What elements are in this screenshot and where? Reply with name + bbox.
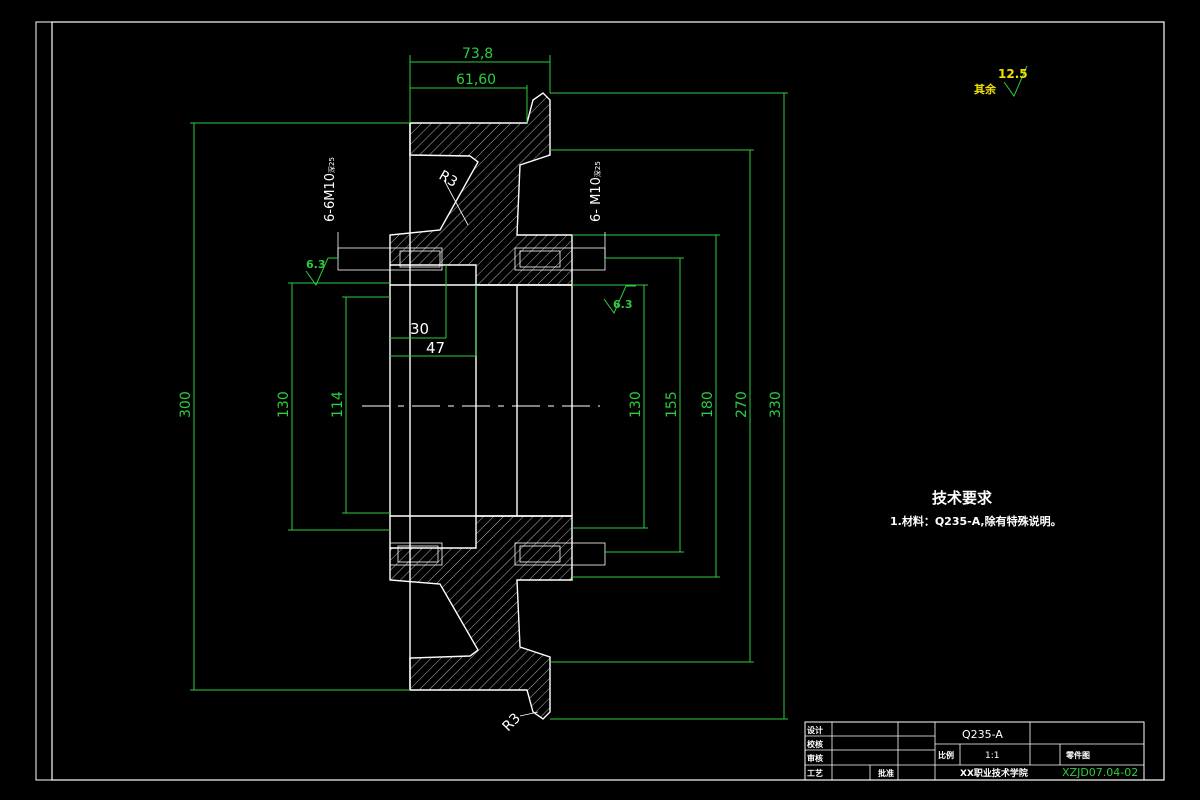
title-drawing-number: XZJD07.04-02 xyxy=(1062,766,1138,779)
thread-right-suffix: 深25 xyxy=(593,161,602,177)
thread-callout-left: 6-6M10深25 xyxy=(323,157,338,222)
thread-hole-top-right-tap xyxy=(519,250,561,268)
title-approval-label: 批准 xyxy=(878,768,894,778)
thread-hole-bottom-right xyxy=(514,542,606,566)
dim-top-inner: 61,60 xyxy=(456,72,496,88)
roughness-symbol-right: 6.3 xyxy=(603,285,636,315)
outer-border xyxy=(35,21,1165,781)
dim-top-overall: 73,8 xyxy=(462,46,493,62)
dim-114: 114 xyxy=(330,391,346,418)
thread-left-text: 6-6M10 xyxy=(323,173,338,222)
title-row-3: 审核 xyxy=(807,753,823,763)
dim-47: 47 xyxy=(426,339,445,357)
section-upper-hatch xyxy=(389,92,573,286)
dim-30: 30 xyxy=(410,320,429,338)
dimension-lines xyxy=(190,55,788,720)
title-row-2: 校核 xyxy=(807,739,823,749)
tech-req-heading: 技术要求 xyxy=(932,489,993,507)
roughness-general-value: 12.5 xyxy=(998,67,1028,81)
thread-hole-top-left-tap xyxy=(399,250,441,268)
title-row-1: 设计 xyxy=(807,725,823,735)
thread-hole-top-left xyxy=(337,247,443,271)
thread-hole-bottom-left-tap xyxy=(397,545,439,563)
dim-300: 300 xyxy=(178,391,194,418)
title-row-4: 工艺 xyxy=(807,768,823,778)
section-lower-hatch xyxy=(389,515,573,720)
thread-hole-bottom-right-tap xyxy=(519,545,561,563)
dim-180: 180 xyxy=(700,391,716,418)
roughness-left-value: 6.3 xyxy=(306,258,326,271)
dim-270: 270 xyxy=(734,391,750,418)
title-drawing-name: 零件图 xyxy=(1065,750,1090,760)
title-company: XX职业技术学院 xyxy=(960,767,1028,779)
dim-130-left: 130 xyxy=(276,391,292,418)
part-section-view xyxy=(337,92,606,720)
dim-155: 155 xyxy=(664,391,680,418)
roughness-general-prefix: 其余 xyxy=(974,82,997,96)
thread-hole-top-right xyxy=(514,247,606,271)
tech-req-line1: 1.材料：Q235-A,除有特殊说明。 xyxy=(890,514,1062,528)
roughness-general: 其余 12.5 xyxy=(974,65,1028,98)
dim-130-right: 130 xyxy=(628,391,644,418)
title-block xyxy=(804,721,1145,781)
title-scale-label: 比例 xyxy=(938,750,954,760)
roughness-right-value: 6.3 xyxy=(613,298,633,311)
title-material: Q235-A xyxy=(962,728,1003,741)
thread-left-suffix: 深25 xyxy=(327,157,336,173)
radius-top-label: R3 xyxy=(436,168,460,191)
title-scale-value: 1:1 xyxy=(985,751,999,761)
dim-330: 330 xyxy=(768,391,784,418)
thread-callout-right: 6- M10深25 xyxy=(589,161,604,222)
radius-bottom-label: R3 xyxy=(500,710,524,734)
roughness-symbol-left: 6.3 xyxy=(305,257,338,287)
thread-hole-bottom-left xyxy=(389,542,443,566)
thread-right-text: 6- M10 xyxy=(589,177,604,222)
inner-border xyxy=(51,21,1165,781)
